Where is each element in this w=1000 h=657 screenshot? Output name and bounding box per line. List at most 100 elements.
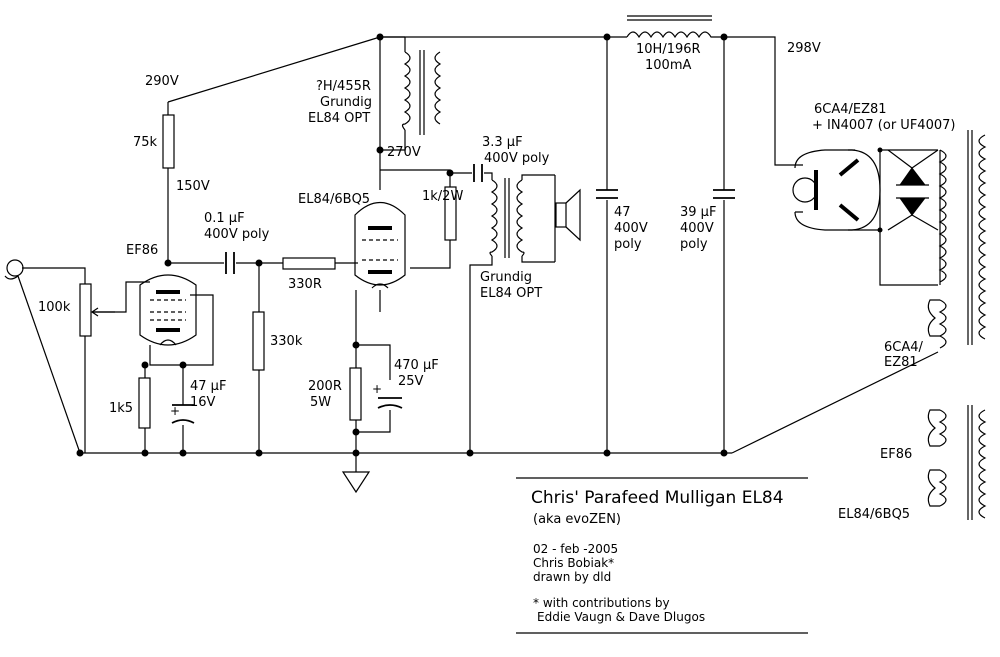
label-270v: 270V — [387, 145, 421, 160]
resistor-1k-2w — [444, 186, 457, 241]
capacitor-470uf-25v: + — [372, 382, 403, 409]
label-r1k5: 1k5 — [109, 401, 133, 416]
svg-text:+: + — [372, 382, 382, 396]
junction — [255, 449, 263, 457]
label-r330r: 330R — [288, 277, 322, 292]
label-choke-opt-c: EL84 OPT — [308, 111, 370, 126]
junction — [76, 449, 84, 457]
label-choke-opt-b: Grundig — [320, 95, 372, 110]
title-contrib-1: * with contributions by — [533, 596, 670, 610]
label-c47uf-a: 47 µF — [190, 379, 226, 394]
junction — [720, 449, 728, 457]
junction — [352, 449, 360, 457]
label-c39-filter-c: poly — [680, 237, 708, 252]
label-opt-b: EL84 OPT — [480, 286, 542, 301]
ef86-tube-icon — [139, 274, 197, 346]
wiper-wire — [92, 281, 150, 313]
choke-return — [380, 130, 406, 151]
top-bus-right — [712, 36, 795, 166]
capacitor-39uf-filter — [713, 189, 735, 199]
label-choke-opt-a: ?H/455R — [316, 79, 371, 94]
output-transformer-icon — [489, 178, 525, 258]
label-c33-b: 400V poly — [484, 151, 550, 166]
label-c47-filter-b: 400V — [614, 221, 648, 236]
plate-choke-icon — [401, 50, 442, 135]
junction — [603, 449, 611, 457]
b-plus-290-line — [167, 36, 381, 103]
label-el84: EL84/6BQ5 — [298, 192, 370, 207]
label-heater-ef86: EF86 — [880, 447, 912, 462]
el84-cathode — [355, 290, 381, 345]
capacitor-0-1uf — [225, 252, 235, 274]
junction — [352, 341, 360, 349]
junction — [603, 33, 611, 41]
title-main: Chris' Parafeed Mulligan EL84 — [531, 488, 784, 508]
diode-bridge-icon — [887, 149, 939, 231]
resistor-330k — [252, 311, 265, 371]
label-opt-a: Grundig — [480, 270, 532, 285]
title-drawn-by: drawn by dld — [533, 570, 611, 584]
labels: 290V 75k 150V EF86 100k 1k5 47 µF 16V 0.… — [38, 41, 955, 522]
junction — [720, 33, 728, 41]
junction — [141, 361, 149, 369]
capacitor-47uf-filter — [596, 189, 618, 199]
wires — [17, 36, 941, 472]
resistor-1k5 — [138, 377, 151, 429]
input-ground-diagonal — [17, 275, 81, 454]
label-ef86: EF86 — [126, 243, 158, 258]
trafo-return — [731, 351, 939, 454]
junction — [877, 227, 883, 233]
label-r200-b: 5W — [310, 395, 331, 410]
input-jack-icon — [4, 259, 24, 280]
title-contrib-2: Eddie Vaugn & Dave Dlugos — [537, 610, 705, 624]
resistor-330r — [282, 257, 336, 270]
label-r200-a: 200R — [308, 379, 342, 394]
resistor-75k — [162, 114, 175, 169]
label-r1k2w: 1k/2W — [422, 189, 463, 204]
label-290v: 290V — [145, 74, 179, 89]
r1k-bottom — [410, 240, 451, 269]
label-rectifier-a: 6CA4/EZ81 — [814, 102, 887, 117]
label-c470-b: 25V — [398, 374, 424, 389]
el84-tube-icon — [354, 201, 406, 289]
junction — [255, 259, 263, 267]
label-c47-filter-a: 47 — [614, 205, 631, 220]
input-wire — [22, 267, 86, 284]
rectifier-tube-icon — [792, 149, 881, 231]
label-choke-a: 10H/196R — [636, 42, 701, 57]
title-date: 02 - feb -2005 — [533, 542, 618, 556]
junction — [877, 147, 883, 153]
label-heater-rect-b: EZ81 — [884, 355, 918, 370]
label-150v: 150V — [176, 179, 210, 194]
speaker-icon — [555, 188, 581, 242]
junctions — [76, 33, 883, 457]
label-rectifier-b: + IN4007 (or UF4007) — [812, 118, 955, 133]
label-c39-filter-b: 400V — [680, 221, 714, 236]
cathode-node — [356, 344, 391, 380]
label-pot-100k: 100k — [38, 300, 71, 315]
label-r75k: 75k — [133, 135, 158, 150]
junction — [352, 428, 360, 436]
label-c33-a: 3.3 µF — [482, 135, 523, 150]
opt-primary-return — [469, 256, 493, 453]
label-c47uf-b: 16V — [190, 395, 216, 410]
speaker-wire — [521, 174, 556, 263]
junction — [376, 33, 384, 41]
label-c39-filter-a: 39 µF — [680, 205, 716, 220]
c470-bottom — [356, 410, 391, 433]
svg-text:+: + — [170, 404, 180, 418]
capacitor-47uf-16v: + — [170, 404, 195, 424]
label-c01-b: 400V poly — [204, 227, 270, 242]
label-heater-rect-a: 6CA4/ — [884, 340, 924, 355]
title-block: Chris' Parafeed Mulligan EL84 (aka evoZE… — [531, 488, 784, 624]
label-c470-a: 470 µF — [394, 358, 439, 373]
el84-screen — [380, 169, 451, 187]
volume-pot — [79, 283, 115, 337]
title-aka: (aka evoZEN) — [533, 512, 621, 527]
title-author: Chris Bobiak* — [533, 556, 614, 570]
label-heater-el84: EL84/6BQ5 — [838, 507, 910, 522]
junction — [141, 449, 149, 457]
junction — [446, 169, 454, 177]
